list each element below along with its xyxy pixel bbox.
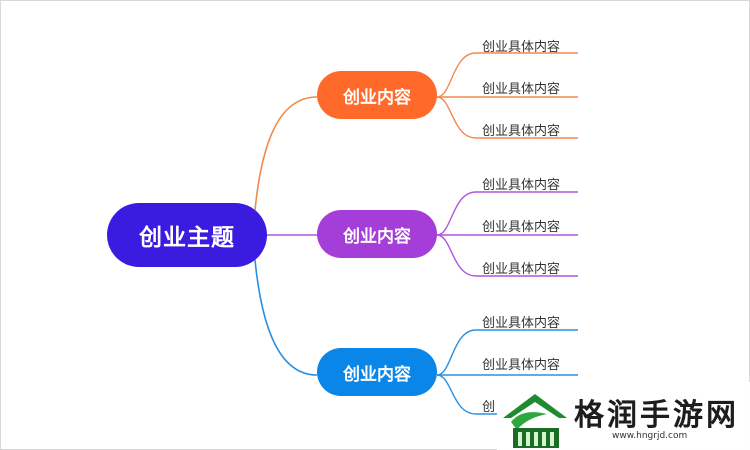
leaf-topic-1-1[interactable]: 创业具体内容: [482, 40, 561, 55]
connector-root-branch-1: [254, 96, 318, 211]
connector-b3-leaf-3: [436, 374, 578, 415]
connector-root-branch-3: [254, 259, 318, 376]
leaf-topic-2-2[interactable]: 创业具体内容: [482, 220, 561, 235]
leaf-topic-1-3[interactable]: 创业具体内容: [482, 124, 561, 139]
connector-b2-leaf-1: [436, 191, 578, 236]
site-watermark: 格润手游网 www.hngrjd.com: [497, 382, 750, 450]
leaf-topic-3-2[interactable]: 创业具体内容: [482, 358, 561, 373]
connector-b1-leaf-3: [436, 96, 578, 139]
watermark-site-name: 格润手游网: [574, 398, 739, 433]
leaf-topic-2-3[interactable]: 创业具体内容: [482, 262, 561, 277]
branch-topic-1[interactable]: 创业内容: [317, 71, 437, 119]
leaf-topic-1-2[interactable]: 创业具体内容: [482, 82, 561, 97]
connector-b2-leaf-3: [436, 234, 578, 277]
branch-topic-3[interactable]: 创业内容: [317, 348, 437, 396]
root-topic[interactable]: 创业主题: [107, 203, 267, 267]
connector-b3-leaf-1: [436, 329, 578, 376]
leaf-topic-3-1[interactable]: 创业具体内容: [482, 316, 561, 331]
branch-topic-2[interactable]: 创业内容: [317, 210, 437, 258]
green-house-logo-icon: [503, 394, 567, 448]
watermark-url: www.hngrjd.com: [612, 431, 688, 441]
leaf-topic-2-1[interactable]: 创业具体内容: [482, 178, 561, 193]
leaf-topic-3-3[interactable]: 创: [482, 400, 496, 415]
connector-b1-leaf-1: [436, 52, 578, 98]
